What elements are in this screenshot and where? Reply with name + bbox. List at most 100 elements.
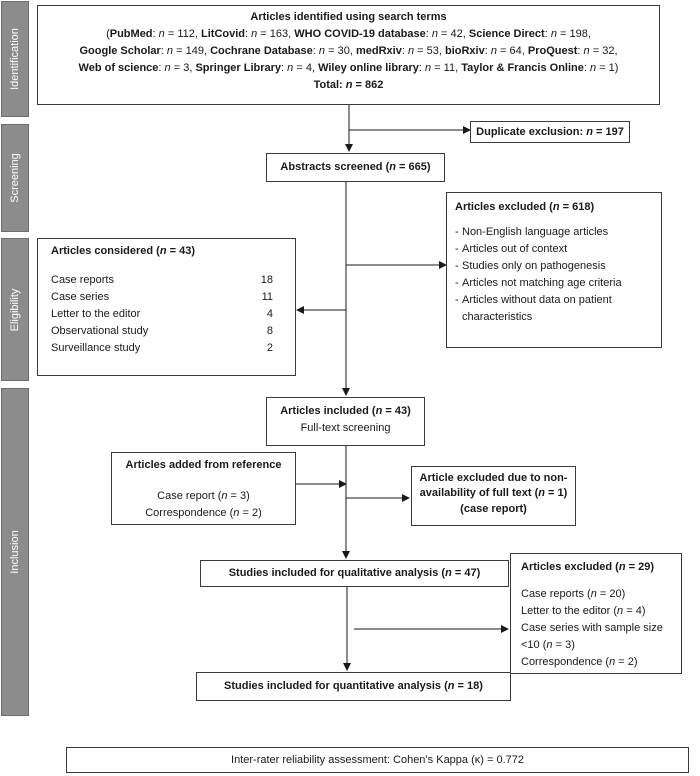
source-count: 149 [185, 45, 204, 58]
source-name: bioRxiv [444, 45, 485, 58]
source-count: 53 [426, 45, 439, 58]
duplicate-label: Duplicate exclusion: [476, 126, 584, 138]
row-value: 18 [260, 274, 273, 287]
stage-label: Identification [9, 28, 21, 90]
row-value: 11 [261, 291, 273, 304]
source-item: Science Direct: n = 198 [468, 28, 588, 41]
fulltext-line3: (case report) [460, 502, 527, 515]
total-value: 862 [365, 79, 384, 92]
considered-label: Articles considered [51, 245, 154, 257]
exclusion-reason: Studies only on pathogenesis [455, 258, 653, 275]
row-label: Case reports [51, 274, 114, 287]
source-count: 32 [602, 45, 615, 58]
source-name: WHO COVID-19 database [294, 28, 426, 41]
quantitative-value: 18 [467, 680, 480, 692]
duplicate-value: 197 [605, 126, 624, 138]
source-count: 198 [569, 28, 588, 41]
exclusion-reasons-list: Non-English language articles Articles o… [455, 224, 653, 326]
excluded2-value: 29 [638, 561, 651, 573]
sources-line: Web of science: n = 3, Springer Library:… [78, 62, 619, 75]
source-item: ProQuest: n = 32 [527, 45, 615, 58]
source-count: 163 [269, 28, 289, 41]
source-name: PubMed [109, 28, 153, 41]
full-text-screening-label: Full-text screening [300, 422, 391, 435]
added-title: Articles added from reference [125, 459, 282, 471]
excluded-618-box: Articles excluded (n = 618) Non-English … [446, 192, 662, 348]
reliability-footer-box: Inter-rater reliability assessment: Cohe… [66, 747, 689, 773]
qualitative-label: Studies included for qualitative analysi… [228, 567, 439, 579]
source-name: Wiley online library [318, 62, 419, 75]
source-item: medRxiv: n = 53 [355, 45, 439, 58]
exclusion-reason: Articles not matching age criteria [455, 275, 653, 292]
duplicate-exclusion-box: Duplicate exclusion: n = 197 [470, 121, 630, 143]
articles-added-box: Articles added from reference Case repor… [111, 452, 296, 525]
considered-row: Observational study 8 [51, 323, 273, 340]
source-name: Springer Library [195, 62, 282, 75]
exclusion-reason: Articles out of context [455, 241, 653, 258]
exclusion-reason: Non-English language articles [455, 224, 653, 241]
row-value: 8 [266, 325, 273, 338]
excluded2-item-label: Case series with sample size <10 [521, 622, 663, 652]
excluded2-item-value: 4 [635, 605, 642, 618]
row-value: 4 [266, 308, 273, 321]
total-label: Total: [313, 79, 343, 92]
source-name: Taylor & Francis Online [461, 62, 584, 75]
added-value: 3 [240, 490, 247, 503]
row-label: Observational study [51, 325, 149, 338]
excluded2-item: Correspondence (n = 2) [521, 656, 638, 669]
excluded1-value: 618 [572, 201, 591, 213]
excluded2-item-label: Letter to the editor [521, 605, 611, 618]
row-label: Case series [51, 291, 110, 304]
source-count: 112 [177, 28, 195, 41]
excluded1-label: Articles excluded [455, 201, 547, 213]
added-item: Case report (n = 3) [157, 490, 250, 503]
stage-label: Screening [9, 153, 21, 203]
articles-included-box: Articles included (n = 43) Full-text scr… [266, 397, 425, 446]
source-count: 4 [305, 62, 312, 75]
row-label: Surveillance study [51, 342, 141, 355]
excluded2-label: Articles excluded [521, 561, 613, 573]
sources-list: (PubMed: n = 112, LitCovid: n = 163, WHO… [38, 26, 659, 77]
stage-inclusion: Inclusion [1, 388, 29, 716]
source-item: Google Scholar: n = 149 [79, 45, 204, 58]
quantitative-label: Studies included for quantitative analys… [224, 680, 442, 692]
considered-row: Case reports 18 [51, 272, 273, 289]
stage-eligibility: Eligibility [1, 238, 29, 381]
abstracts-screened-box: Abstracts screened (n = 665) [266, 153, 445, 182]
included-label: Articles included [280, 405, 369, 417]
sources-line: (PubMed: n = 112, LitCovid: n = 163, WHO… [106, 28, 591, 41]
source-item: Springer Library: n = 4 [195, 62, 312, 75]
sources-line: Google Scholar: n = 149, Cochrane Databa… [79, 45, 618, 58]
qualitative-value: 47 [464, 567, 477, 579]
source-count: 42 [450, 28, 463, 41]
excluded2-item-label: Correspondence [521, 656, 603, 669]
articles-considered-box: Articles considered (n = 43) Case report… [37, 238, 296, 376]
source-count: 3 [183, 62, 190, 75]
identified-title: Articles identified using search terms [250, 11, 447, 23]
included-value: 43 [394, 405, 408, 417]
added-label: Correspondence [145, 507, 227, 520]
fulltext-line1: Article excluded due to non- [419, 472, 568, 484]
source-name: Web of science [78, 62, 159, 75]
stage-identification: Identification [1, 1, 29, 117]
source-item: Cochrane Database: n = 30 [210, 45, 350, 58]
source-item: Web of science: n = 3 [78, 62, 190, 75]
exclusion-reason: Articles without data on patient charact… [455, 292, 653, 326]
stage-label: Eligibility [9, 288, 21, 331]
excluded2-item-value: 3 [565, 639, 572, 652]
added-value: 2 [251, 507, 259, 520]
excluded2-item-label: Case reports [521, 588, 584, 601]
quantitative-analysis-box: Studies included for quantitative analys… [196, 672, 511, 701]
source-name: Google Scholar [79, 45, 161, 58]
added-label: Case report [157, 490, 215, 503]
excluded2-item: Case reports (n = 20) [521, 588, 626, 601]
source-count: 11 [443, 62, 456, 75]
fulltext-line2: availability of full text [419, 487, 532, 500]
source-item: bioRxiv: n = 64 [444, 45, 522, 58]
qualitative-analysis-box: Studies included for qualitative analysi… [200, 560, 509, 587]
excluded2-item: Case series with sample size <10 (n = 3) [521, 622, 663, 652]
fulltext-value: 1 [557, 487, 564, 500]
